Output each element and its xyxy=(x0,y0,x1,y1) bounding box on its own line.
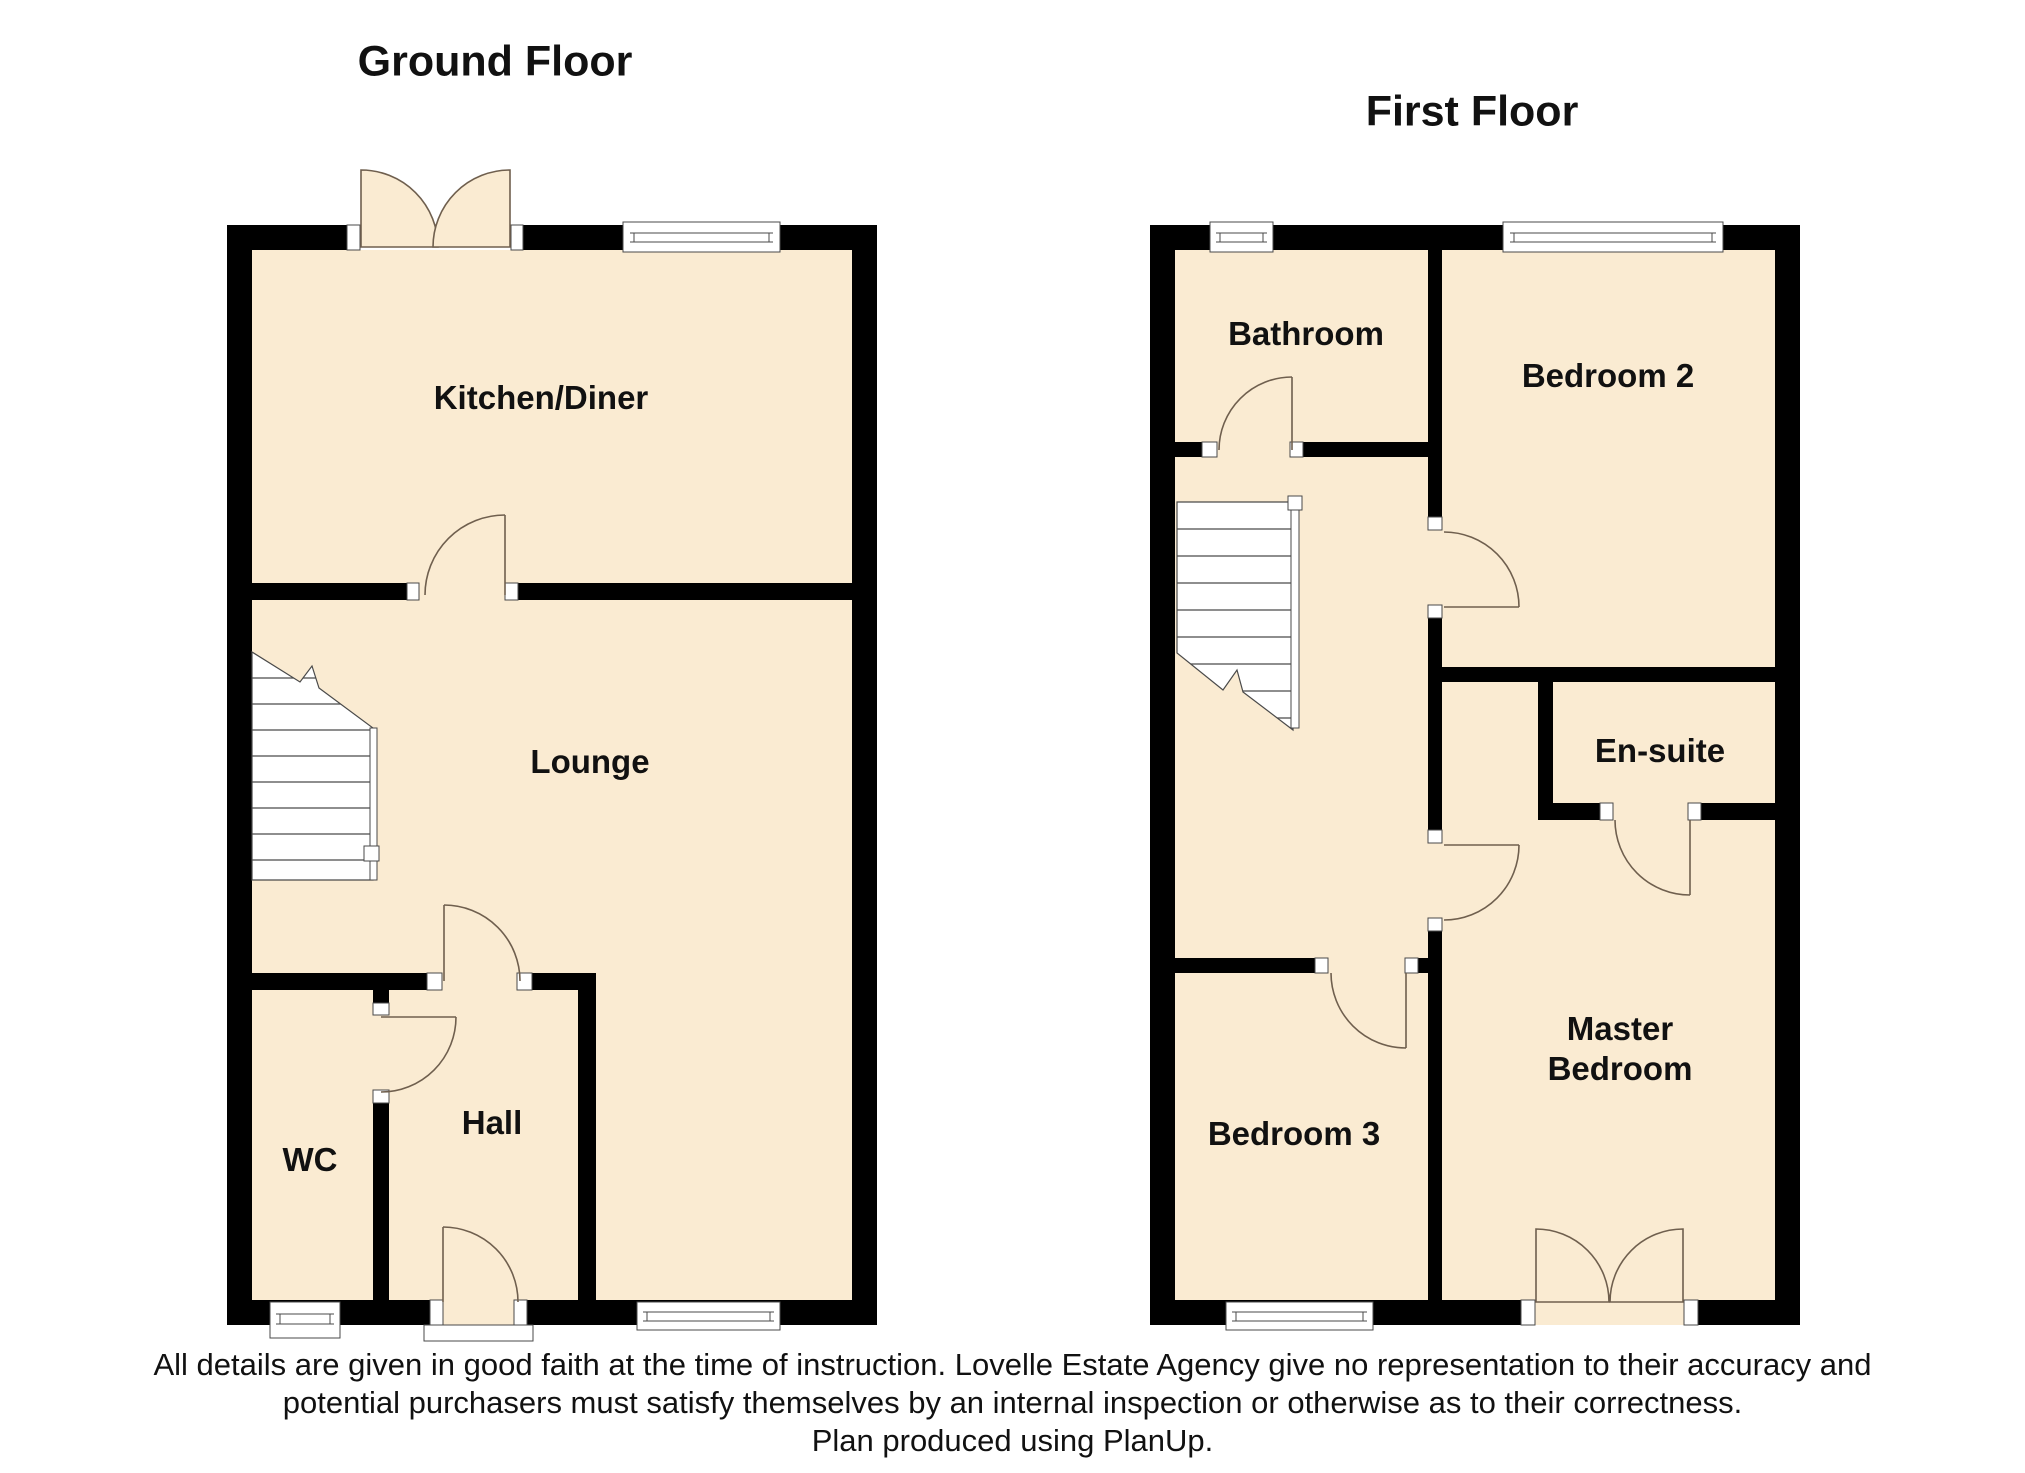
ensuite-door-icon xyxy=(1614,819,1691,896)
disclaimer-line-3: Plan produced using PlanUp. xyxy=(811,1423,1214,1458)
kitchen-window-icon xyxy=(622,221,781,253)
ground-floor-door-jambs xyxy=(346,224,534,1342)
first-floor-title: First Floor xyxy=(1365,87,1579,136)
master-bedroom-door-icon xyxy=(1443,844,1520,921)
french-doors-icon xyxy=(360,169,511,248)
first-floor-area xyxy=(1175,250,1775,1300)
first-floor-stairs-icon xyxy=(1176,495,1303,732)
room-label-master-bedroom: Master Bedroom xyxy=(1547,1009,1693,1087)
bedroom3-window-icon xyxy=(1225,1301,1374,1331)
room-label-bathroom: Bathroom xyxy=(1228,315,1384,352)
master-french-doors-icon xyxy=(1535,1228,1684,1303)
wc-window-icon xyxy=(269,1301,341,1339)
room-label-hall: Hall xyxy=(461,1104,523,1141)
first-floor-plan xyxy=(1150,221,1800,1331)
bedroom2-door-icon xyxy=(1443,531,1520,608)
ground-floor-stairs-icon xyxy=(251,650,380,881)
disclaimer-line-2: potential purchasers must satisfy themse… xyxy=(282,1385,1743,1420)
lounge-hall-door-icon xyxy=(443,904,521,982)
kitchen-door-icon xyxy=(424,514,506,596)
bedroom3-door-icon xyxy=(1330,972,1407,1049)
disclaimer-line-1: All details are given in good faith at t… xyxy=(153,1347,1872,1382)
room-label-kitchen-diner: Kitchen/Diner xyxy=(433,379,649,416)
lounge-window-icon xyxy=(636,1301,781,1331)
room-label-wc: WC xyxy=(282,1141,338,1178)
ground-floor-title: Ground Floor xyxy=(357,37,633,86)
room-label-bedroom3: Bedroom 3 xyxy=(1207,1115,1381,1152)
wc-door-icon xyxy=(380,1016,457,1093)
ground-floor-walls xyxy=(227,225,877,1325)
front-door-icon xyxy=(442,1226,519,1303)
bathroom-window-icon xyxy=(1209,221,1274,253)
first-floor-door-jambs xyxy=(1201,441,1702,1326)
room-label-ensuite: En-suite xyxy=(1594,732,1726,769)
bathroom-door-icon xyxy=(1218,376,1293,451)
disclaimer-text: All details are given in good faith at t… xyxy=(0,1346,2025,1460)
ground-floor-plan xyxy=(227,169,877,1342)
front-door-threshold xyxy=(423,1324,534,1342)
bedroom2-window-icon xyxy=(1502,221,1724,253)
room-label-bedroom2: Bedroom 2 xyxy=(1521,357,1695,394)
room-label-lounge: Lounge xyxy=(530,743,650,780)
